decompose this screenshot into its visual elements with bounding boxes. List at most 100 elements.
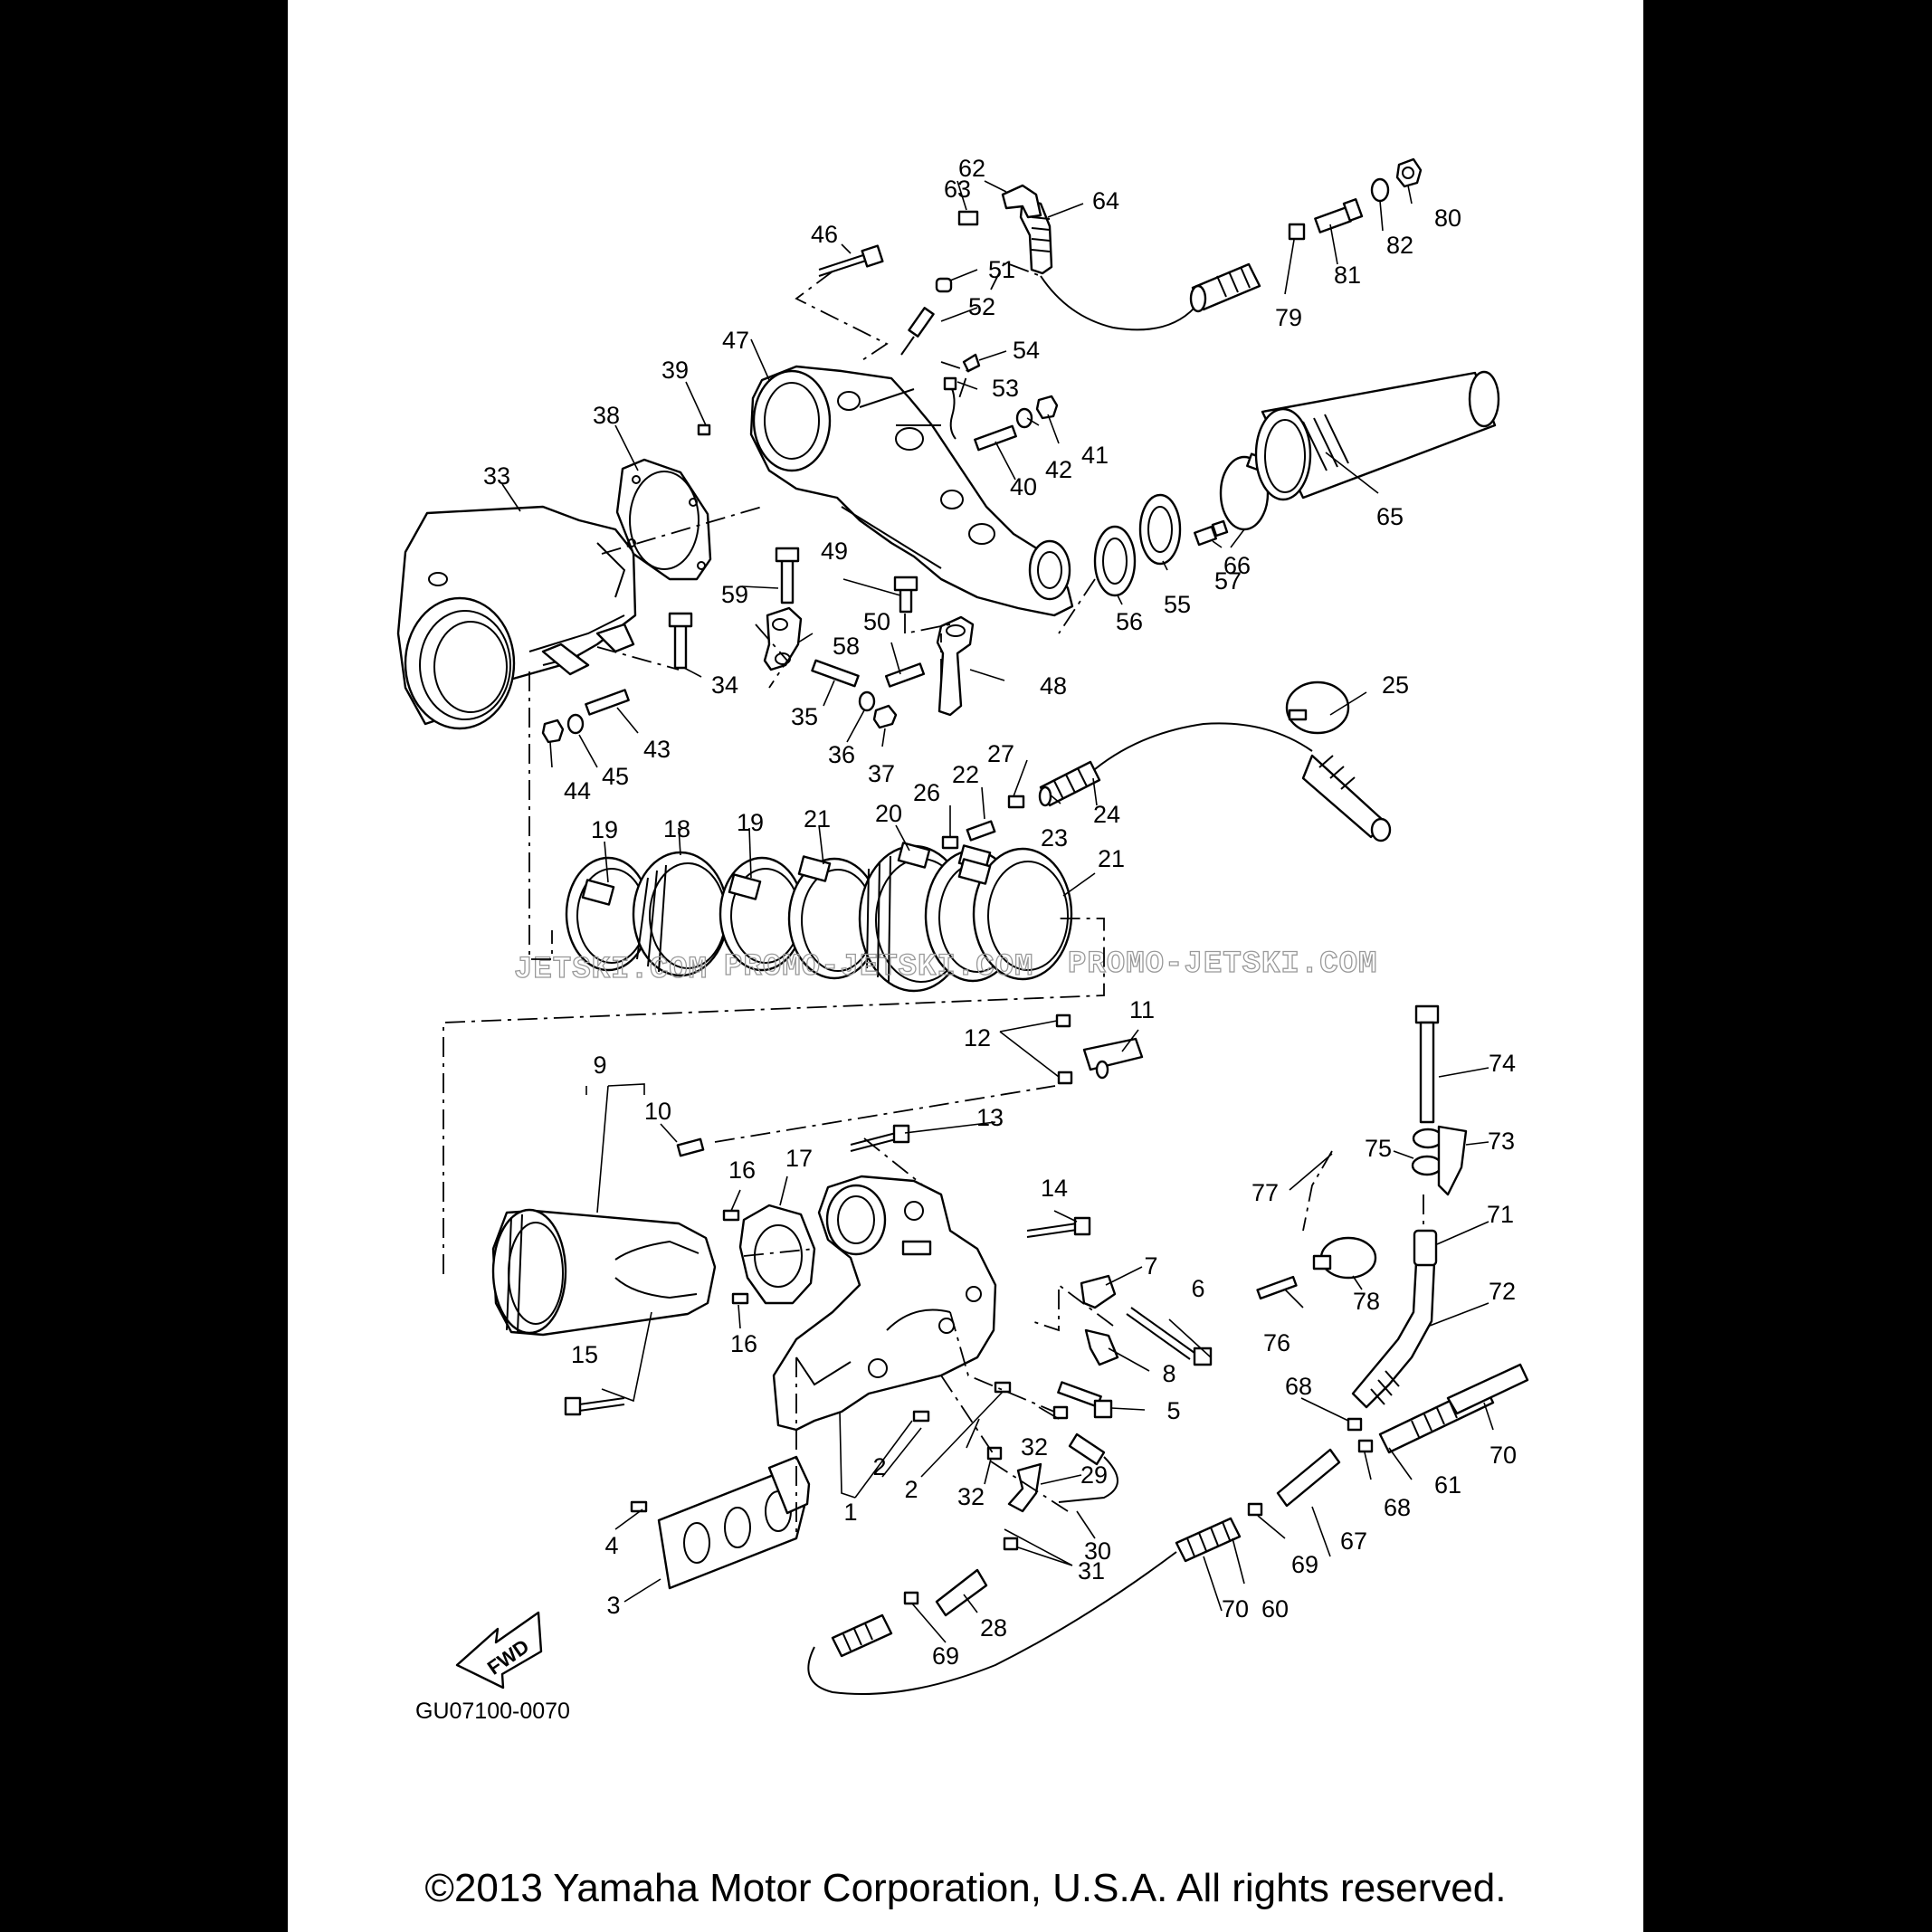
- callout-37: 37: [868, 760, 895, 787]
- callout-3: 3: [606, 1592, 620, 1619]
- band-25: [1285, 680, 1350, 735]
- gasket-3: [657, 1455, 811, 1590]
- callout-15: 15: [571, 1341, 598, 1368]
- callout-40: 40: [1010, 473, 1037, 500]
- dowel-16b: [731, 1292, 749, 1305]
- callout-16: 16: [728, 1156, 756, 1184]
- callout-21b: 21: [1098, 845, 1125, 872]
- hose-line-60: [807, 1551, 1177, 1695]
- gasket-38: [615, 458, 712, 581]
- copyright-notice: ©2013 Yamaha Motor Corporation, U.S.A. A…: [424, 1866, 1507, 1910]
- callout-75: 75: [1365, 1135, 1392, 1162]
- hose-18: [632, 851, 729, 977]
- bolt-6: [1126, 1307, 1213, 1366]
- callout-72: 72: [1489, 1278, 1516, 1305]
- stud-50: [884, 662, 926, 688]
- clip-54: [962, 353, 981, 373]
- bracket-73: [1437, 1125, 1468, 1196]
- stud-43: [585, 689, 630, 716]
- callout-65: 65: [1376, 503, 1404, 530]
- callout-1: 1: [843, 1499, 857, 1526]
- callout-48: 48: [1040, 672, 1067, 700]
- dowel-2b: [994, 1381, 1012, 1394]
- clamp-21b: [957, 847, 1073, 981]
- callout-23: 23: [1041, 824, 1068, 852]
- callout-63: 63: [944, 176, 971, 203]
- callout-71: 71: [1487, 1201, 1514, 1228]
- callout-32: 32: [1021, 1433, 1048, 1461]
- callout-42: 42: [1045, 456, 1072, 483]
- bolt-5: [1057, 1381, 1113, 1419]
- bolt-10: [676, 1137, 705, 1157]
- callout-6: 6: [1191, 1275, 1204, 1302]
- callout-labels: 1 2 2 3 4 5 6 7 8 9 10 11 12 13 14 15 16…: [483, 155, 1517, 1670]
- hose-end-79: [1189, 223, 1306, 313]
- callout-11: 11: [1129, 996, 1155, 1023]
- clamp-63: [957, 210, 979, 226]
- callout-43: 43: [643, 736, 671, 763]
- callout-74: 74: [1489, 1050, 1516, 1077]
- callout-69: 69: [1291, 1551, 1318, 1578]
- callout-68b: 68: [1384, 1494, 1411, 1521]
- bolt-49: [893, 576, 918, 614]
- gasket-55: [1138, 493, 1182, 566]
- hose-53: [943, 376, 957, 440]
- callout-32b: 32: [957, 1483, 985, 1510]
- callout-49: 49: [821, 538, 848, 565]
- callout-66: 66: [1223, 552, 1251, 579]
- clamp-69b: [1247, 1502, 1263, 1517]
- callout-10: 10: [644, 1098, 671, 1125]
- bracket-7: [1080, 1274, 1117, 1309]
- watermark-fragment: JETSKI.COM: [514, 953, 708, 987]
- callout-68: 68: [1285, 1373, 1312, 1400]
- callout-18: 18: [663, 815, 690, 842]
- callout-14: 14: [1041, 1175, 1068, 1202]
- callout-69b: 69: [932, 1642, 959, 1670]
- callout-38: 38: [593, 402, 620, 429]
- callout-28: 28: [980, 1614, 1007, 1642]
- callout-12: 12: [964, 1024, 991, 1052]
- callout-77: 77: [1252, 1179, 1279, 1206]
- callout-50: 50: [863, 608, 890, 635]
- exhaust-manifold-1: [772, 1175, 997, 1432]
- callout-44: 44: [564, 777, 591, 804]
- callout-81: 81: [1334, 262, 1361, 289]
- callout-5: 5: [1166, 1397, 1180, 1424]
- callout-17: 17: [785, 1145, 813, 1172]
- callout-56: 56: [1116, 608, 1143, 635]
- hose-end-60: [831, 1613, 893, 1658]
- callout-41: 41: [1081, 442, 1109, 469]
- callout-9: 9: [593, 1052, 606, 1079]
- hose-line-30: [1058, 1456, 1118, 1503]
- bolt-15: [564, 1396, 625, 1416]
- hose-line-24: [1094, 722, 1313, 770]
- washer-42: [1015, 407, 1033, 429]
- callout-20: 20: [875, 800, 902, 827]
- fitting-71: [1413, 1229, 1438, 1267]
- centerlines: [443, 261, 1424, 1538]
- callout-67: 67: [1340, 1528, 1367, 1555]
- callout-33: 33: [483, 462, 510, 490]
- callout-4: 4: [604, 1532, 618, 1559]
- callout-19b: 19: [737, 809, 764, 836]
- bracket-48: [936, 615, 975, 717]
- stud-40: [974, 424, 1017, 452]
- callout-24: 24: [1093, 801, 1120, 828]
- callout-2: 2: [872, 1453, 886, 1480]
- callout-39: 39: [661, 357, 689, 384]
- callout-25: 25: [1382, 671, 1409, 699]
- callout-55: 55: [1164, 591, 1191, 618]
- callout-80: 80: [1434, 205, 1461, 232]
- callout-34: 34: [711, 671, 738, 699]
- clip-27: [1007, 795, 1025, 809]
- callout-2b: 2: [904, 1476, 918, 1503]
- callout-54: 54: [1013, 337, 1040, 364]
- hose-end-24: [1301, 754, 1392, 842]
- hose-61: [1378, 1363, 1529, 1454]
- washer-45: [566, 713, 585, 735]
- callout-57: 57: [1214, 567, 1242, 595]
- callout-53: 53: [992, 375, 1019, 402]
- fitting-81: [1314, 198, 1364, 233]
- callout-36: 36: [828, 741, 855, 768]
- dowel-4: [630, 1500, 648, 1513]
